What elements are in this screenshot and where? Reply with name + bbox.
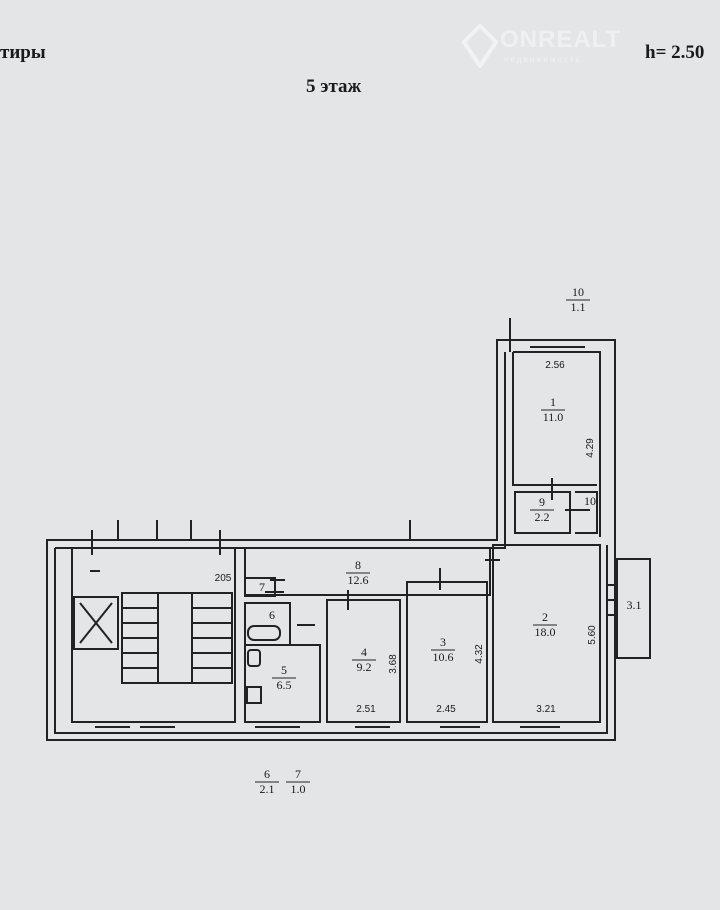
- watermark-brand: ONREALT: [500, 26, 622, 53]
- room-area: 1.0: [291, 782, 306, 796]
- room-number: 6: [264, 767, 270, 781]
- room6-number: 6: [269, 608, 275, 622]
- room7-number: 7: [259, 580, 265, 594]
- floor-label: 5 этаж: [306, 76, 362, 97]
- elevator-icon: [79, 602, 113, 644]
- dimension-room4_length: 3.68: [388, 654, 399, 674]
- room-number: 3: [440, 635, 446, 649]
- room-area: 2.1: [260, 782, 275, 796]
- walls: [46, 318, 651, 741]
- room10-number: 10: [584, 494, 596, 508]
- room-number: 4: [361, 645, 367, 659]
- room-number: 2: [542, 610, 548, 624]
- room-number: 7: [295, 767, 301, 781]
- dimension-room1_length: 4.29: [585, 438, 596, 458]
- stove-icon: [246, 686, 262, 704]
- room-number: 10: [572, 285, 584, 299]
- dimension-room3_width: 2.45: [436, 704, 456, 715]
- dimension-room3_length: 4.32: [474, 644, 485, 664]
- plan-title-fragment: тиры: [0, 42, 46, 63]
- room-area: 9.2: [357, 660, 372, 674]
- room-number: 5: [281, 663, 287, 677]
- sink-icon: [247, 649, 261, 667]
- dimension-room2_length: 5.60: [587, 625, 598, 645]
- room-area: 12.6: [348, 573, 369, 587]
- room-area: 6.5: [277, 678, 292, 692]
- dimension-room4_width: 2.51: [356, 704, 376, 715]
- ceiling-height: h= 2.50: [645, 42, 705, 63]
- balcony: [616, 558, 651, 659]
- bathtub-icon: [247, 625, 281, 641]
- balcony-area: 3.1: [627, 598, 642, 612]
- watermark-sub: недвижимость: [504, 55, 582, 64]
- elevator-shaft: [73, 596, 119, 650]
- room-area: 2.2: [535, 510, 550, 524]
- dimension-room1_width: 2.56: [545, 360, 565, 371]
- room-area: 11.0: [543, 410, 564, 424]
- room-number: 8: [355, 558, 361, 572]
- room-number: 1: [550, 395, 556, 409]
- watermark: ONREALT недвижимость: [461, 23, 632, 70]
- room-number: 9: [539, 495, 545, 509]
- watermark-logo-icon: [461, 23, 499, 70]
- room-area: 1.1: [571, 300, 586, 314]
- room-area: 18.0: [535, 625, 556, 639]
- stair-label: 205: [215, 573, 232, 584]
- room-area: 10.6: [433, 650, 454, 664]
- dimension-room2_width: 3.21: [536, 704, 556, 715]
